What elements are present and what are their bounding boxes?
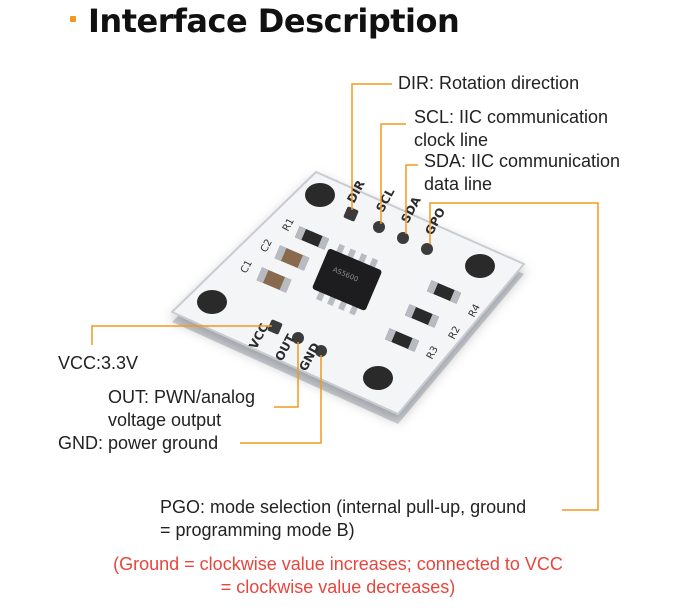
direction-note: (Ground = clockwise value increases; con…	[0, 553, 676, 599]
label-out-line2: voltage output	[108, 410, 222, 430]
label-pgo: PGO: mode selection (internal pull-up, g…	[160, 496, 526, 542]
sensor-chip: AS5600	[312, 243, 382, 316]
pad-gnd	[315, 345, 327, 357]
pad-dir	[343, 206, 359, 222]
pad-gpo	[421, 243, 433, 255]
label-scl-line2: clock line	[414, 130, 489, 150]
mount-hole-bottom	[363, 366, 393, 390]
label-vcc: VCC:3.3V	[58, 353, 139, 373]
leader-out	[274, 342, 299, 408]
mount-hole-left	[197, 290, 227, 314]
leader-scl	[380, 123, 406, 224]
pad-sda	[397, 232, 409, 244]
resistor-r2	[404, 304, 440, 328]
pad-out	[292, 332, 304, 344]
resistor-r3	[384, 328, 420, 352]
label-sda-line1: SDA: IIC communication	[424, 151, 621, 171]
label-pgo-line1: PGO: mode selection (internal pull-up, g…	[160, 497, 527, 517]
top-pin-pads	[343, 206, 433, 255]
label-scl-line1: SCL: IIC communication	[414, 107, 609, 127]
mount-hole-right	[465, 254, 495, 278]
pad-vcc	[267, 319, 283, 335]
label-gnd: GND: power ground	[58, 433, 219, 453]
label-scl: SCL: IIC communication clock line	[414, 106, 608, 152]
resistor-r4	[426, 280, 462, 304]
label-sda: SDA: IIC communication data line	[424, 150, 620, 196]
capacitor-c1	[256, 267, 292, 293]
leader-gnd	[240, 355, 322, 444]
smd-components	[256, 226, 462, 352]
bottom-pin-pads	[267, 319, 327, 357]
leader-pgo	[429, 202, 599, 511]
label-out-line1: OUT: PWN/analog	[108, 387, 256, 407]
page-title: Interface Description	[88, 2, 460, 40]
direction-note-line2: = clockwise value decreases)	[220, 577, 456, 597]
pad-scl	[373, 221, 385, 233]
leader-lines	[91, 83, 599, 511]
label-pgo-line2: = programming mode B)	[160, 520, 355, 540]
direction-note-line1: (Ground = clockwise value increases; con…	[113, 554, 563, 574]
label-sda-line2: data line	[424, 174, 493, 194]
resistor-r1	[294, 226, 330, 250]
leader-vcc	[91, 325, 272, 345]
leader-sda	[405, 164, 418, 234]
label-dir: DIR: Rotation direction	[398, 73, 580, 93]
leader-dir	[351, 83, 392, 210]
label-out: OUT: PWN/analog voltage output	[108, 386, 255, 432]
title-bullet	[70, 16, 76, 22]
mount-hole-top	[305, 183, 335, 207]
capacitor-c2	[274, 245, 310, 271]
